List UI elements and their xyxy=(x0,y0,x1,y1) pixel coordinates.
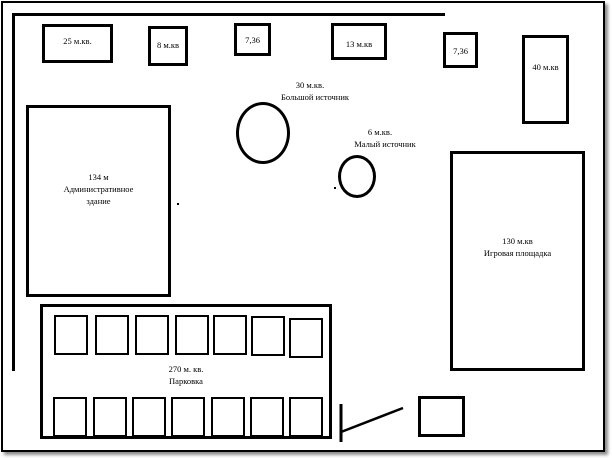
block-40-label: 40 м.кв xyxy=(532,62,559,72)
playground-area-label: 130 м.кв xyxy=(502,236,533,246)
block-25: 25 м.кв. xyxy=(42,24,113,63)
block-736-b-label: 7,36 xyxy=(453,46,468,56)
small-fountain xyxy=(338,155,376,198)
small-fountain-name-label: Малый источник xyxy=(354,139,416,149)
parking-slot xyxy=(251,316,285,356)
booth xyxy=(418,396,465,437)
block-13-label: 13 м.кв xyxy=(345,39,373,49)
fence-top-line xyxy=(12,13,445,16)
parking-slot xyxy=(53,397,87,437)
parking-name-label: Парковка xyxy=(169,376,203,386)
block-8: 8 м.кв xyxy=(148,26,188,66)
plan-frame xyxy=(1,1,605,452)
big-fountain xyxy=(236,102,290,164)
block-736-a: 7,36 xyxy=(234,23,271,56)
parking-slot xyxy=(132,397,166,437)
block-13: 13 м.кв xyxy=(331,23,387,60)
block-736-a-label: 7,36 xyxy=(245,35,260,45)
parking-slot xyxy=(171,397,205,437)
parking-slot xyxy=(135,315,169,355)
big-fountain-name-label: Большой источник xyxy=(280,92,350,102)
admin-name-label: Административное xyxy=(63,184,134,194)
stray-dot xyxy=(177,203,179,205)
admin-area-label: 134 м xyxy=(88,172,109,182)
admin-name-label-2: здание xyxy=(86,196,111,206)
block-25-label: 25 м.кв. xyxy=(63,36,92,46)
parking-slot xyxy=(211,397,245,437)
stray-dot xyxy=(334,187,336,189)
fence-left-line xyxy=(12,13,15,371)
parking-slot xyxy=(289,318,323,358)
block-40: 40 м.кв xyxy=(522,35,569,124)
parking-slot xyxy=(289,397,323,437)
parking-slot xyxy=(175,315,209,355)
parking-area-label: 270 м. кв. xyxy=(168,364,204,374)
playground-name-label: Игровая площадка xyxy=(483,248,552,258)
block-8-label: 8 м.кв xyxy=(156,40,180,50)
block-736-b: 7,36 xyxy=(443,32,478,68)
big-fountain-area-label: 30 м.кв. xyxy=(295,80,325,90)
parking-slot xyxy=(213,315,247,355)
gate-barrier xyxy=(339,404,404,442)
small-fountain-area-label: 6 м.кв. xyxy=(367,127,393,137)
parking-slot xyxy=(250,397,284,437)
parking-slot xyxy=(95,315,129,355)
admin-building: 134 м Административное здание xyxy=(26,105,171,297)
parking-slot xyxy=(54,315,88,355)
playground: 130 м.кв Игровая площадка xyxy=(450,151,585,371)
parking-slot xyxy=(93,397,127,437)
